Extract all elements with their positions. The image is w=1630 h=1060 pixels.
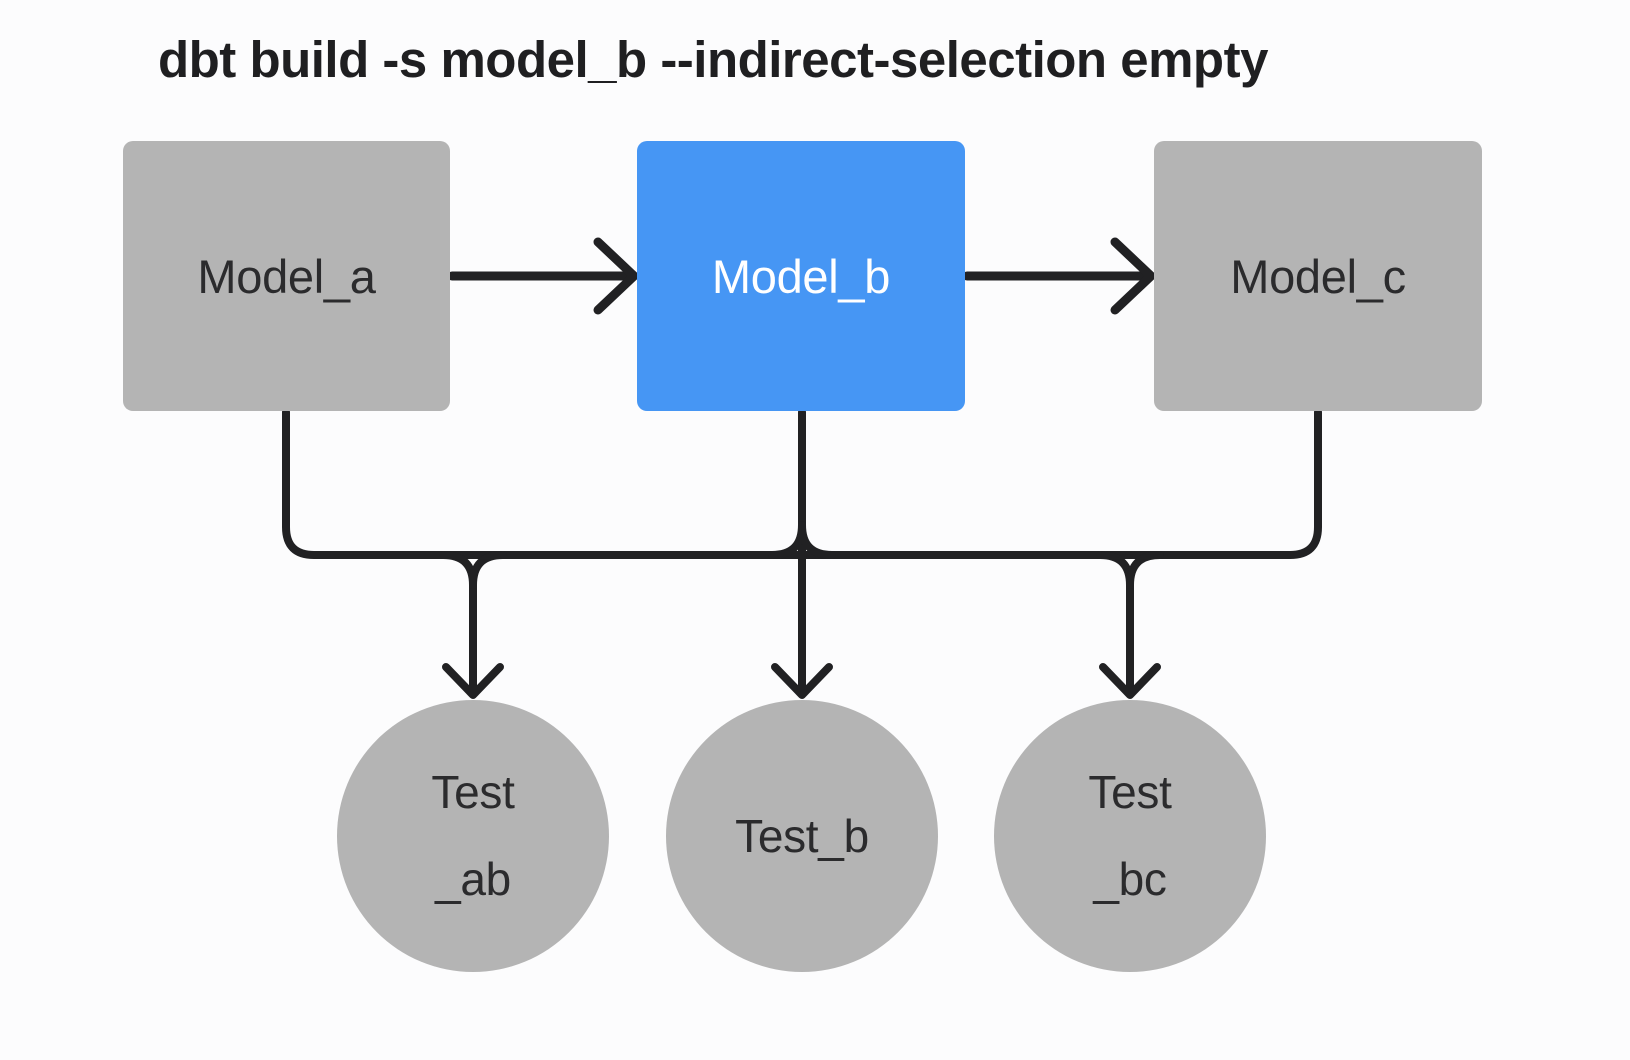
test-bc-label-line-2: _bc: [1093, 853, 1167, 905]
model-a-node: Model_a: [123, 141, 450, 411]
model-c-node: Model_c: [1154, 141, 1482, 411]
model-b-label: Model_b: [711, 249, 891, 303]
edge-split-fillet-right: [798, 521, 836, 559]
test-ab-label-line-2: _ab: [435, 853, 511, 905]
arrowhead-test-bc-icon: [1099, 663, 1161, 699]
edge-fork-fillet-test-ab: [469, 551, 507, 589]
test-b-node: Test_b: [666, 700, 938, 972]
arrowhead-model-b-icon: [593, 237, 639, 315]
test-bc-label-line-1: Test: [1088, 766, 1172, 818]
diagram-title: dbt build -s model_b --indirect-selectio…: [158, 31, 1268, 88]
model-b-node: Model_b: [637, 141, 965, 411]
test-b-label-line-1: Test_b: [735, 809, 869, 862]
test-ab-node: Test _ab: [337, 700, 609, 972]
edge-split-fillet-left: [768, 521, 806, 559]
arrowhead-test-ab-icon: [442, 663, 504, 699]
model-c-label: Model_c: [1230, 249, 1406, 303]
test-bc-node: Test _bc: [994, 700, 1266, 972]
edge-fork-fillet-test-bc: [1126, 551, 1164, 589]
arrowhead-test-b-icon: [771, 663, 833, 699]
model-a-label: Model_a: [197, 249, 376, 303]
arrowhead-model-c-icon: [1110, 237, 1156, 315]
test-ab-label-line-1: Test: [431, 766, 515, 818]
